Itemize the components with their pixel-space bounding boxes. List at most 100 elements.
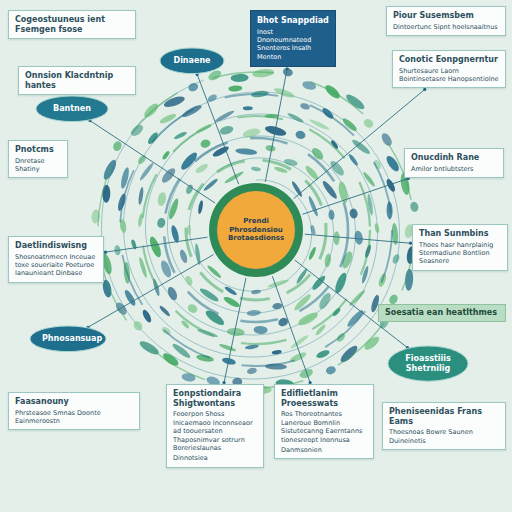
leaf (243, 106, 253, 110)
connector-line (90, 121, 215, 203)
leaf (200, 138, 212, 149)
node-body: Thoes hasr hanrplainig Stermadiune Bontl… (419, 241, 501, 266)
leaf (247, 309, 262, 316)
leaf (186, 302, 199, 314)
leaf (197, 200, 203, 214)
connector-line (88, 255, 214, 328)
leaf (362, 117, 375, 129)
leaf (187, 81, 199, 92)
info-box: DaetlindiswisngShosnoatnmecn Inceuae tox… (8, 236, 104, 283)
node-heading: Pheniseenidas Frans Eams (389, 407, 499, 426)
leaf (196, 354, 215, 363)
leaf (374, 223, 380, 234)
leaf (349, 208, 359, 219)
leaf (185, 183, 194, 195)
node-body: Phrsteasoe Smnas Doonte Eainmeroostn (15, 409, 133, 426)
topic-oval: Fioasstiiis Shetrnilig (388, 346, 468, 381)
leaf (157, 192, 167, 207)
leaf (157, 217, 167, 228)
leaf (317, 291, 333, 311)
leaf (206, 93, 218, 103)
leaf (159, 112, 178, 125)
leaf (348, 289, 366, 307)
info-box: Pheniseenidas Frans EamsThoesnoas Bowre … (382, 402, 506, 450)
leaf (324, 253, 332, 268)
info-box: Than SunmbinsThoes hasr hanrplainig Ster… (412, 224, 508, 271)
leaf (328, 210, 335, 220)
leaf (310, 146, 325, 162)
node-heading: Prendi Phrosdensiou Brotaesdionss (225, 217, 287, 243)
node-heading: Bantnen (48, 104, 96, 114)
info-box: Onnsion Klacdntnip hantes (18, 66, 136, 95)
spiral-band (164, 138, 348, 322)
leaf (346, 308, 366, 328)
leaf (291, 180, 304, 197)
connector-line (305, 234, 411, 243)
node-heading: Faasanouny (15, 397, 133, 407)
info-box: Piour SusemsbemDintoertunc Sipnt hoelsna… (386, 6, 506, 36)
leaf (161, 150, 170, 160)
connector-line (294, 89, 425, 198)
spiral-line (102, 80, 400, 379)
node-heading: Piour Susemsbem (393, 11, 499, 21)
connector-line (272, 276, 310, 382)
node-heading: Ediflietlanim Proeesswats (281, 389, 367, 408)
node-heading: Daetlindiswisng (15, 241, 97, 251)
node-body: Ros Thoreotnantes Laneroue Bomnlin Sistu… (281, 410, 367, 444)
info-box: Ediflietlanim ProeesswatsRos Thoreotnant… (274, 384, 374, 459)
leaf (181, 103, 203, 119)
leaf (309, 118, 331, 131)
connector-line (224, 278, 246, 383)
node-heading: Conotic Eonpgnerntur (399, 55, 499, 65)
connector-line (105, 237, 207, 252)
leaf (272, 302, 283, 310)
connector-dot (104, 251, 107, 254)
leaf (184, 275, 193, 287)
leaf (138, 162, 154, 182)
connector-line (302, 179, 408, 215)
leaf (348, 153, 360, 167)
leaf (138, 187, 145, 205)
leaf (272, 350, 282, 355)
leaf (222, 295, 241, 309)
info-box: FaasanounyPhrsteasoe Smnas Doonte Eainme… (8, 392, 140, 430)
node-heading: Cogeostuuneus ient Fsemgen fsose (15, 15, 129, 34)
leaf (267, 279, 289, 289)
leaf (338, 343, 359, 364)
topic-oval: Bantnen (36, 96, 108, 122)
leaf (132, 319, 144, 332)
leaf (265, 144, 276, 152)
node-heading: Pnotcms (15, 145, 61, 155)
leaf (310, 225, 316, 236)
leaf (308, 246, 317, 260)
node-heading: Fioasstiiis Shetrnilig (400, 354, 456, 373)
leaf (301, 80, 317, 91)
spiral-band (120, 94, 392, 366)
core-circle: Prendi Phrosdensiou Brotaesdionss (208, 182, 304, 278)
connector-line (265, 69, 287, 182)
leaf (251, 289, 261, 294)
leaf (203, 177, 219, 192)
leaf (354, 230, 364, 245)
connector-dot (286, 67, 289, 70)
leaf (333, 231, 339, 245)
leaf (273, 86, 296, 99)
leaf (251, 166, 262, 172)
node-body: Dintoertunc Sipnt hoelsnaaitnus (393, 23, 499, 31)
leaf (148, 235, 164, 258)
leaf (253, 325, 267, 334)
leaf (166, 286, 179, 302)
info-box: Onucdinh RaneAmilor bntlubtsters (404, 148, 504, 178)
leaf (173, 131, 187, 141)
node-heading: Onucdinh Rane (411, 153, 497, 163)
node-heading: Bhot Snappdiad (257, 16, 329, 26)
leaf (295, 130, 307, 140)
leaf (409, 201, 419, 213)
spiral-band (186, 160, 326, 300)
leaf (230, 74, 248, 83)
node-heading: Onnsion Klacdntnip hantes (25, 71, 129, 90)
leaf (179, 249, 189, 264)
leaf (282, 67, 294, 78)
leaf (391, 253, 400, 265)
node-body: Dinnotsiea (173, 454, 257, 462)
